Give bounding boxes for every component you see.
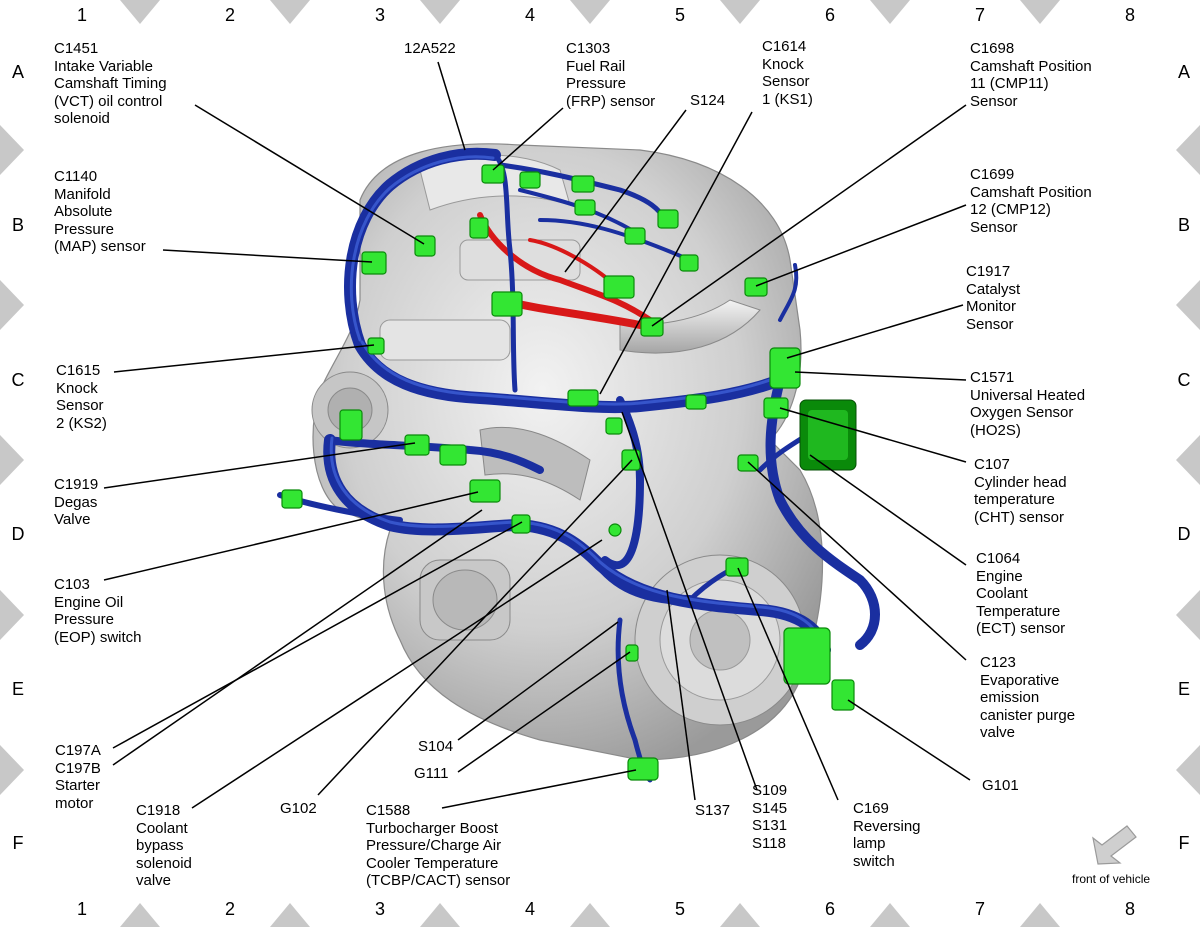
callout-c107: C107 Cylinder head temperature (CHT) sen… — [974, 456, 1067, 526]
callout-g101: G101 — [982, 777, 1019, 794]
callout-c1571: C1571 Universal Heated Oxygen Sensor (HO… — [970, 369, 1086, 439]
callout-c1451: C1451 Intake Variable Camshaft Timing (V… — [54, 40, 167, 127]
callout-c1588: C1588 Turbocharger Boost Pressure/Charge… — [366, 802, 511, 889]
callout-c1140: C1140 Manifold Absolute Pressure (MAP) s… — [54, 168, 146, 255]
grid-col-4-top: 4 — [524, 5, 535, 25]
grid-col-2-top: 2 — [224, 5, 235, 25]
engine-block — [311, 143, 824, 761]
callout-c1919: C1919 Degas Valve — [54, 476, 99, 528]
grid-col-4-bottom: 4 — [524, 899, 535, 919]
callout-c1917: C1917 Catalyst Monitor Sensor — [966, 263, 1021, 333]
callout-c1699: C1699 Camshaft Position 12 (CMP12) Senso… — [970, 166, 1092, 236]
callout-g102: G102 — [280, 800, 317, 817]
callout-c1615: C1615 Knock Sensor 2 (KS2) — [56, 362, 107, 432]
grid-col-6-top: 6 — [824, 5, 835, 25]
grid-col-3-top: 3 — [374, 5, 385, 25]
grid-col-5-top: 5 — [674, 5, 685, 25]
grid-row-d-left: D — [11, 524, 25, 544]
grid-row-b-left: B — [11, 215, 24, 235]
connector-dark — [799, 399, 857, 471]
grid-row-a-right: A — [1177, 62, 1190, 82]
grid-col-2-bottom: 2 — [224, 899, 235, 919]
grid-row-f-right: F — [1178, 833, 1190, 853]
grid-col-8-top: 8 — [1124, 5, 1135, 25]
callout-c1303: C1303 Fuel Rail Pressure (FRP) sensor — [566, 40, 656, 110]
grid-col-8-bottom: 8 — [1124, 899, 1135, 919]
grid-row-b-right: B — [1177, 215, 1190, 235]
grid-col-5-bottom: 5 — [674, 899, 685, 919]
callout-c123: C123 Evaporative emission canister purge… — [980, 654, 1076, 741]
grid-col-1-top: 1 — [76, 5, 87, 25]
callout-g111: G111 — [414, 765, 449, 782]
grid-col-6-bottom: 6 — [824, 899, 835, 919]
leader-lines — [103, 61, 971, 809]
callout-c197: C197A C197B Starter motor — [55, 742, 101, 812]
callout-s104: S104 — [418, 738, 454, 755]
front-of-vehicle-arrow-icon — [1092, 825, 1137, 865]
grid-row-e-left: E — [11, 679, 24, 699]
grid-row-e-right: E — [1177, 679, 1190, 699]
grid-col-1-bottom: 1 — [76, 899, 87, 919]
grid-row-c-left: C — [11, 370, 25, 390]
grid-row-f-left: F — [12, 833, 24, 853]
callout-s137: S137 — [695, 802, 731, 819]
callout-s124: S124 — [690, 92, 726, 109]
callout-c103: C103 Engine Oil Pressure (EOP) switch — [54, 576, 142, 646]
callout-c1064: C1064 Engine Coolant Temperature (ECT) s… — [976, 550, 1066, 637]
callout-c1614: C1614 Knock Sensor 1 (KS1) — [762, 38, 813, 108]
callout-c1698: C1698 Camshaft Position 11 (CMP11) Senso… — [970, 40, 1092, 110]
grid-row-c-right: C — [1177, 370, 1191, 390]
grid-row-d-right: D — [1177, 524, 1191, 544]
callout-12a522: 12A522 — [404, 40, 456, 57]
grid-row-a-left: A — [11, 62, 24, 82]
callout-c169: C169 Reversing lamp switch — [853, 800, 921, 870]
callout-s109-group: S109 S145 S131 S118 — [752, 782, 788, 852]
grid-col-7-top: 7 — [974, 5, 985, 25]
grid-col-3-bottom: 3 — [374, 899, 385, 919]
grid-col-7-bottom: 7 — [974, 899, 985, 919]
front-of-vehicle-label: front of vehicle — [1072, 872, 1151, 886]
callout-c1918: C1918 Coolant bypass solenoid valve — [136, 802, 192, 889]
